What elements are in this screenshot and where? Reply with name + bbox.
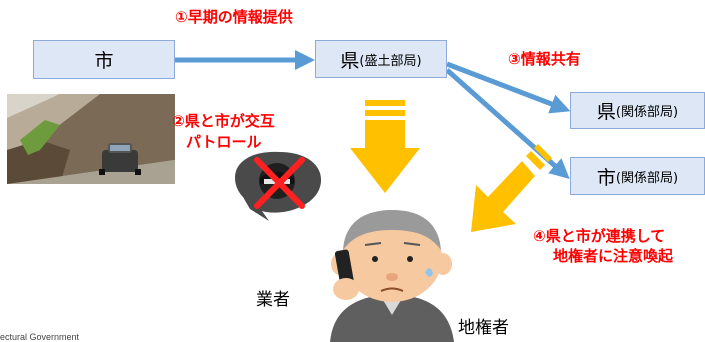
box-city-label: 市 bbox=[94, 50, 114, 72]
landowner-icon bbox=[330, 210, 454, 342]
car-icon bbox=[99, 143, 141, 175]
arrow-diagonal-yellow bbox=[471, 144, 552, 232]
box-pref-related: 県(関係部局) bbox=[570, 92, 705, 129]
arrow-down-yellow bbox=[350, 100, 420, 193]
box-pref-related-sub: (関係部局) bbox=[615, 105, 679, 120]
step1-label: ①早期の情報提供 bbox=[175, 8, 293, 26]
box-pref-related-label: 県 bbox=[596, 101, 616, 123]
box-city-related: 市(関係部局) bbox=[570, 157, 705, 195]
footer-credit: ectural Government bbox=[0, 332, 80, 342]
box-city-related-sub: (関係部局) bbox=[615, 170, 679, 186]
box-pref-main: 県(盛土部局) bbox=[315, 40, 447, 78]
step2-label-line2: パトロール bbox=[186, 133, 262, 151]
box-city: 市 bbox=[33, 40, 175, 79]
step2-label-line1: ②県と市が交互 bbox=[172, 112, 275, 130]
arrow-step3-pref bbox=[446, 61, 571, 114]
step4-label-line1: ④県と市が連携して bbox=[533, 227, 666, 245]
step3-label: ③情報共有 bbox=[508, 50, 581, 68]
step4-label-line2: 地権者に注意喚起 bbox=[553, 247, 674, 265]
box-pref-main-label: 県 bbox=[340, 49, 360, 72]
contractor-label: 業者 bbox=[256, 290, 290, 310]
site-photo bbox=[7, 94, 175, 184]
contractor-icon bbox=[234, 151, 322, 221]
landowner-label: 地権者 bbox=[458, 318, 509, 338]
box-city-related-label: 市 bbox=[596, 166, 616, 189]
box-pref-main-sub: (盛土部局) bbox=[359, 53, 422, 69]
